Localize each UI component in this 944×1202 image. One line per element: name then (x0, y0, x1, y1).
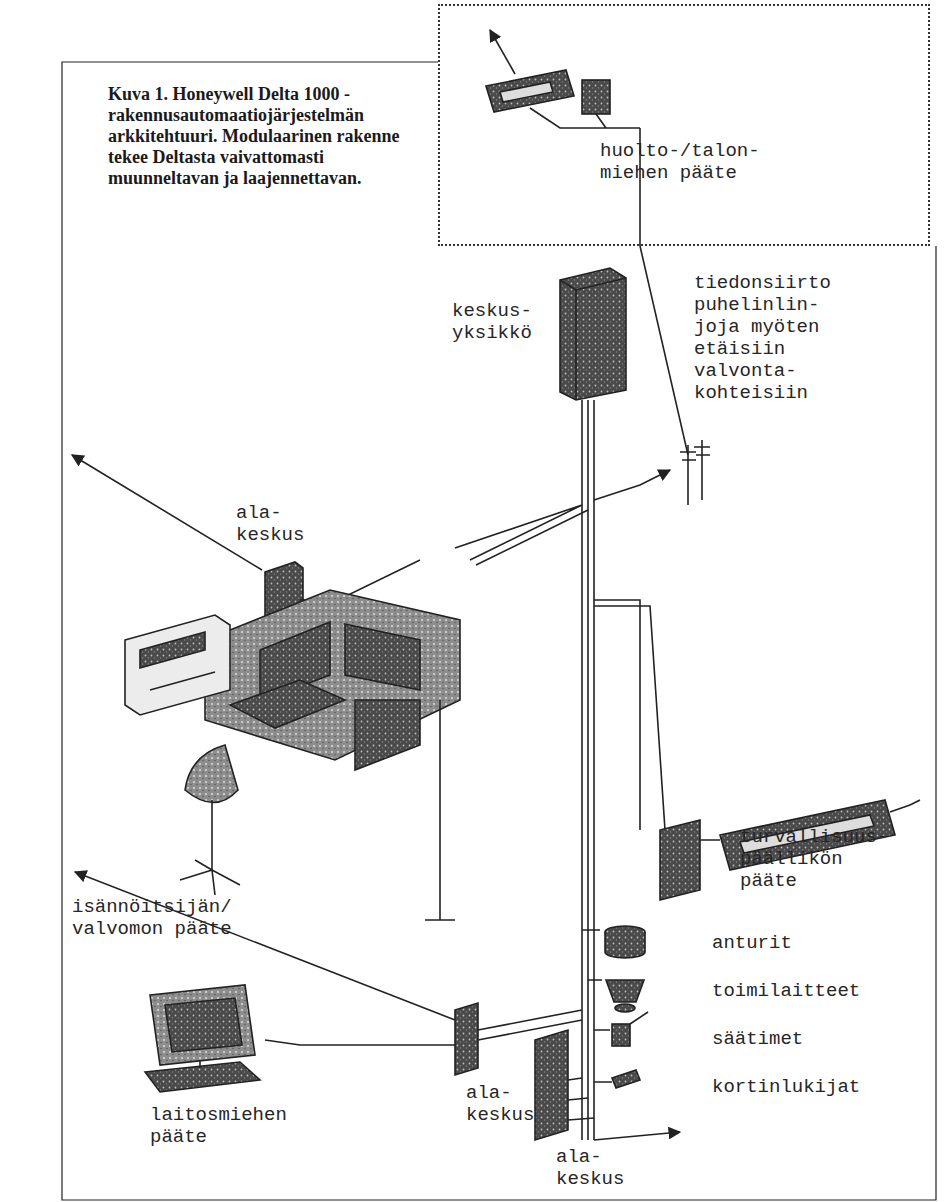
substation-label: ala- keskus (236, 502, 316, 546)
terminal-label: huolto-/talon- miehen pääte (600, 140, 768, 184)
dotted-region: huolto-/talon- miehen pääte (438, 4, 930, 246)
data-link-label: tiedonsiirto puhelinlin- joja myöten etä… (694, 272, 842, 404)
substation-label: ala- keskus (466, 1082, 546, 1126)
substation-label: ala- keskus (556, 1146, 636, 1190)
device-label: anturit (712, 932, 892, 954)
unit-label: keskus- yksikkö (452, 300, 552, 344)
terminal-label: isännöitsijän/ valvomon pääte (72, 896, 238, 940)
device-label: toimilaitteet (712, 980, 892, 1002)
terminal-label: turvallisuus- päällikön pääte (740, 826, 892, 892)
figure-caption: Kuva 1. Honeywell Delta 1000 - rakennusa… (108, 84, 438, 189)
device-label: kortinlukijat (712, 1076, 892, 1098)
terminal-label: laitosmiehen pääte (150, 1104, 292, 1148)
device-label: säätimet (712, 1028, 892, 1050)
